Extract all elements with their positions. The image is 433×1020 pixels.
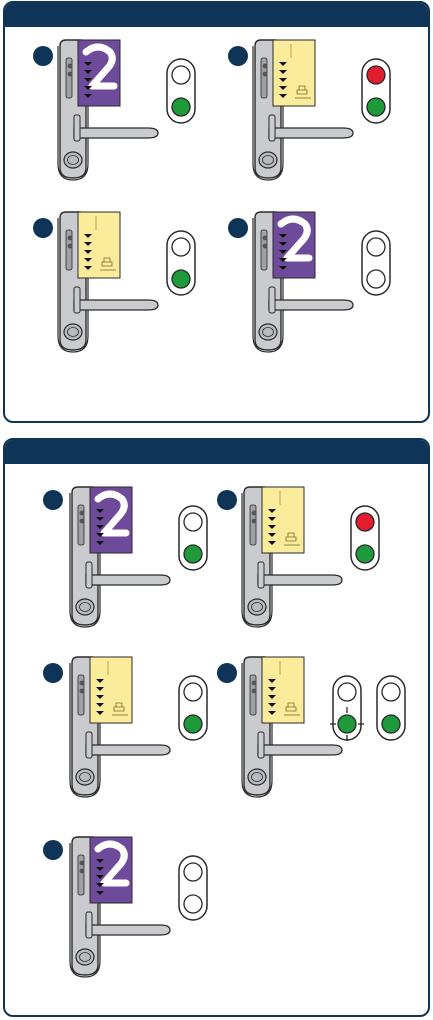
indicator-light-1-3-1 — [166, 230, 196, 296]
lock-cylinder — [248, 769, 266, 785]
indicator-light-2-2-1 — [350, 505, 380, 571]
key-card-purple — [90, 487, 132, 553]
door-lock-1-4 — [225, 210, 425, 350]
door-lock-2-1 — [42, 485, 242, 625]
indicator-light-1-2-1 — [361, 58, 391, 124]
indicator-light-1-4-1 — [361, 230, 391, 296]
indicator-light-2-4-1 — [332, 675, 362, 741]
indicator-light-icon-0 — [361, 230, 391, 296]
panel-2-header — [5, 440, 428, 464]
indicator-light-icon-0 — [178, 675, 208, 741]
key-card-purple — [90, 837, 132, 903]
indicator-light-icon-0 — [166, 58, 196, 124]
key-card-yellow — [78, 212, 120, 278]
lock-handle — [74, 128, 158, 138]
lock-handle — [74, 300, 158, 310]
lock-handle — [86, 925, 170, 935]
lock-cylinder — [259, 324, 277, 340]
door-lock-2-2 — [214, 485, 414, 625]
door-lock-2-5 — [42, 835, 242, 975]
key-card-yellow — [273, 40, 315, 106]
indicator-light-2-3-1 — [178, 675, 208, 741]
lock-cylinder — [76, 769, 94, 785]
door-lock-1-1 — [30, 38, 230, 178]
indicator-light-icon-1 — [376, 675, 406, 741]
key-card-purple — [78, 40, 120, 106]
lock-cylinder — [64, 324, 82, 340]
indicator-light-icon-0 — [178, 505, 208, 571]
indicator-light-icon-0 — [332, 675, 362, 741]
lock-handle — [269, 300, 353, 310]
lock-cylinder — [76, 949, 94, 965]
door-lock-1-2 — [225, 38, 425, 178]
lock-handle — [269, 128, 353, 138]
indicator-light-icon-0 — [166, 230, 196, 296]
indicator-light-2-4-2 — [376, 675, 406, 741]
indicator-light-2-1-1 — [178, 505, 208, 571]
panel-1-header — [5, 3, 428, 27]
lock-handle — [86, 575, 170, 585]
indicator-light-1-1-1 — [166, 58, 196, 124]
indicator-light-2-5-1 — [178, 855, 208, 921]
key-card-purple — [273, 212, 315, 278]
indicator-light-icon-0 — [178, 855, 208, 921]
lock-cylinder — [64, 152, 82, 168]
lock-cylinder — [248, 599, 266, 615]
key-card-yellow — [262, 487, 304, 553]
indicator-light-icon-0 — [350, 505, 380, 571]
key-card-yellow — [90, 657, 132, 723]
lock-cylinder — [259, 152, 277, 168]
lock-cylinder — [76, 599, 94, 615]
lock-handle — [258, 575, 342, 585]
lock-handle — [258, 745, 342, 755]
door-lock-2-3 — [42, 655, 242, 795]
door-lock-1-3 — [30, 210, 230, 350]
lock-handle — [86, 745, 170, 755]
indicator-light-icon-0 — [361, 58, 391, 124]
key-card-yellow — [262, 657, 304, 723]
